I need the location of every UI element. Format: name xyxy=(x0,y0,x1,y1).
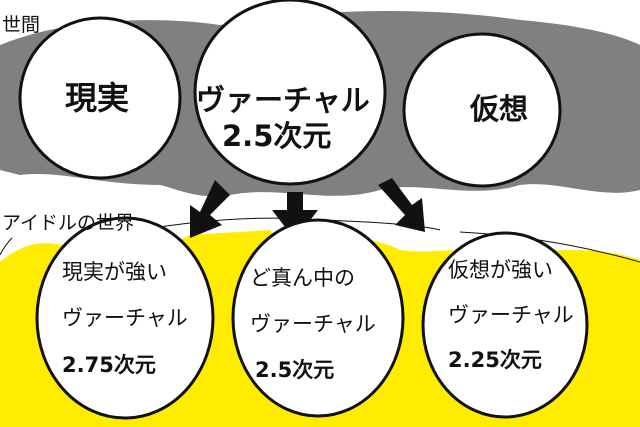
virtual-dimension-text: 2.5次元 xyxy=(222,119,332,153)
reality-circle xyxy=(18,16,182,180)
imaginary-text: 仮想 xyxy=(470,92,529,126)
reality-text: 現実 xyxy=(65,79,130,117)
imaginary-strong-circle xyxy=(421,231,589,419)
center-line1: ど真ん中の xyxy=(250,266,355,290)
idol-world-label: アイドルの世界 xyxy=(2,212,135,234)
reality-strong-line1: 現実が強い xyxy=(62,260,167,284)
imaginary-strong-line2: ヴァーチャル xyxy=(448,303,574,327)
arrow-icon xyxy=(190,178,425,240)
imaginary-strong-line1: 仮想が強い xyxy=(448,258,553,282)
center-line2: ヴァーチャル xyxy=(250,312,376,336)
virtual-circle xyxy=(193,0,387,186)
virtual-text: ヴァーチャル xyxy=(196,83,370,117)
society-label: 世間 xyxy=(2,14,41,36)
center-line3: 2.5次元 xyxy=(255,358,335,382)
imaginary-strong-line3: 2.25次元 xyxy=(448,348,542,372)
imaginary-circle xyxy=(402,32,562,188)
reality-strong-circle xyxy=(35,216,215,420)
reality-strong-line2: ヴァーチャル xyxy=(62,306,188,330)
reality-strong-line3: 2.75次元 xyxy=(62,353,156,377)
center-circle xyxy=(231,218,405,418)
